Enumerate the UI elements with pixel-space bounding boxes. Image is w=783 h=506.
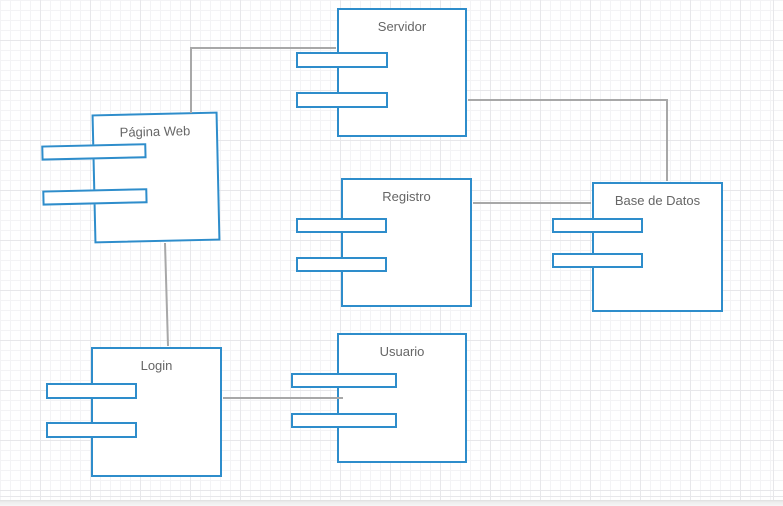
component-tab	[296, 257, 387, 272]
component-login[interactable]: Login	[46, 347, 222, 477]
component-tab	[296, 218, 387, 233]
component-label: Servidor	[377, 19, 427, 34]
component-tab	[291, 373, 397, 388]
component-label: Registro	[382, 189, 431, 204]
component-base-de-datos[interactable]: Base de Datos	[552, 182, 723, 312]
component-tab	[42, 188, 148, 206]
component-label: Página Web	[119, 123, 191, 140]
component-tab	[552, 253, 643, 268]
component-tab	[46, 383, 137, 399]
component-tab	[46, 422, 137, 438]
component-tab	[296, 92, 388, 108]
component-label: Usuario	[379, 344, 425, 359]
connector-servidor-base-de-datos[interactable]	[468, 99, 668, 181]
component-label: Base de Datos	[614, 193, 701, 208]
component-label: Login	[140, 358, 173, 373]
component-registro[interactable]: Registro	[296, 178, 472, 307]
connector-pagina-web-login[interactable]	[164, 242, 169, 347]
component-usuario[interactable]: Usuario	[291, 333, 467, 463]
component-tab	[41, 143, 147, 161]
component-tab	[296, 52, 388, 68]
page-bottom-edge	[0, 500, 783, 506]
component-tab	[552, 218, 643, 233]
component-tab	[291, 413, 397, 428]
component-servidor[interactable]: Servidor	[296, 8, 467, 137]
component-pagina-web[interactable]: Página Web	[41, 111, 221, 244]
